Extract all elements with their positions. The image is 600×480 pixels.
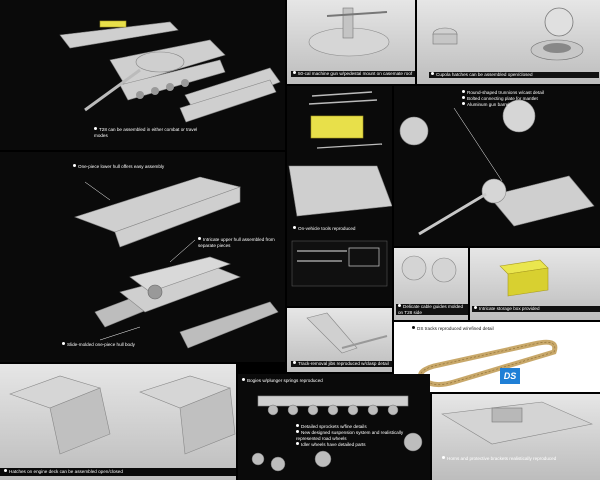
cable-guides-illustration: [401, 255, 457, 283]
tools-illustration: [288, 91, 392, 287]
caption-suspension: New designed suspension system and reali…: [296, 430, 404, 441]
caption-lower-hull: One-piece lower hull offers easy assembl…: [73, 164, 203, 170]
caption-bogies: Bogies w/plunger springs reproduced: [242, 378, 362, 384]
panel-mg-mount: 50-cal machine gun w/pedestal mount on c…: [287, 0, 415, 84]
panel-jibs: Track-removal jibs reproduced w/clasp de…: [287, 308, 392, 372]
panel-hull: One-piece lower hull offers easy assembl…: [0, 152, 285, 362]
hull-illustration: [74, 176, 279, 349]
suspension-illustration: [251, 395, 423, 472]
gun-illustration: [399, 99, 595, 236]
panel-horns: Horns and protective brackets realistica…: [432, 394, 600, 480]
mg-illustration: [308, 7, 390, 57]
cupola-illustration: [432, 7, 584, 61]
panel-cupola: Cupola hatches can be assembled open/clo…: [417, 0, 600, 84]
caption-mg-mount: 50-cal machine gun w/pedestal mount on c…: [291, 71, 415, 77]
panel-t28-modes: T28 can be assembled in either combat or…: [0, 0, 285, 150]
panel-tools: On-vehicle tools reproduced: [287, 86, 392, 306]
tracks-illustration: [418, 339, 558, 388]
caption-gun-barrel: Aluminum gun barrel: [462, 102, 600, 108]
caption-tools: On-vehicle tools reproduced: [293, 226, 392, 232]
caption-mantlet-plate: Bolted connecting plate for mantlet: [462, 96, 600, 102]
storage-box-illustration: [499, 259, 549, 297]
caption-sprockets: Detailed sprockets w/fine details: [296, 424, 406, 430]
panel-gun: Round-shaped trunnions w/cast detail Bol…: [394, 86, 600, 246]
ds-badge: DS: [500, 368, 520, 384]
caption-upper-hull: Intricate upper hull assembled from sepa…: [198, 237, 275, 248]
caption-cable-guides: Delicate cable guides molded on T28 side: [396, 304, 468, 316]
panel-cable-guides: Delicate cable guides molded on T28 side: [394, 248, 468, 320]
caption-tracks: DS tracks reproduced w/refined detail: [412, 326, 512, 332]
engine-hatches-illustration: [9, 375, 236, 455]
caption-idlers: Idler wheels have detailed parts: [296, 442, 406, 448]
t28-illustration: [59, 20, 281, 123]
caption-engine-hatches: Hatches on engine deck can be assembled …: [0, 468, 236, 476]
horns-illustration: [441, 401, 593, 445]
caption-horns: Horns and protective brackets realistica…: [442, 456, 592, 462]
panel-storage-box: Intricate storage box provided: [470, 248, 600, 320]
jibs-illustration: [306, 312, 388, 354]
caption-trunnions: Round-shaped trunnions w/cast detail: [462, 90, 600, 96]
panel-suspension: Bogies w/plunger springs reproduced Deta…: [238, 374, 430, 480]
panel-engine-hatches: Hatches on engine deck can be assembled …: [0, 364, 236, 480]
caption-cupola: Cupola hatches can be assembled open/clo…: [429, 72, 599, 78]
caption-storage-box: Intricate storage box provided: [472, 306, 600, 312]
caption-jibs: Track-removal jibs reproduced w/clasp de…: [291, 361, 392, 367]
caption-t28-modes: T28 can be assembled in either combat or…: [94, 127, 198, 138]
caption-hull-body: Slide-molded one-piece hull body: [62, 342, 172, 348]
